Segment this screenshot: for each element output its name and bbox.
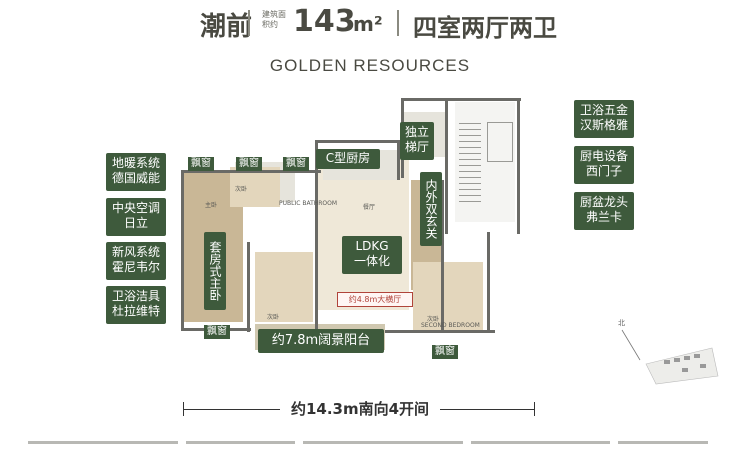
floor-plan: 次卧 PUBLIC BATHROOM 主卧 餐厅 客厅 次卧 次卧 SECOND… bbox=[175, 92, 570, 362]
room-label: 次卧 bbox=[267, 314, 280, 321]
wall bbox=[247, 242, 250, 332]
compass-north-label: 北 bbox=[618, 319, 625, 327]
feature-tag-ventilation: 新风系统 霍尼韦尔 bbox=[106, 242, 166, 280]
page-header: 潮前 建筑面积约 143 m² 四室两厅两卫 bbox=[0, 4, 740, 42]
feature-tag-heating: 地暖系统 德国威能 bbox=[106, 153, 166, 191]
wall bbox=[517, 98, 520, 234]
wall bbox=[487, 232, 490, 332]
feature-tag-kitchen-appliances: 厨电设备 西门子 bbox=[574, 146, 634, 184]
feature-tag-sanitary: 卫浴洁具 杜拉维特 bbox=[106, 286, 166, 324]
site-map-icon bbox=[621, 329, 719, 385]
area-number: 143 bbox=[293, 4, 356, 39]
brand-title: GOLDEN RESOURCES bbox=[269, 56, 471, 75]
wall bbox=[181, 170, 321, 173]
bay-window-tag: 飘窗 bbox=[432, 345, 458, 359]
wall bbox=[315, 140, 401, 143]
bay-window-tag: 飘窗 bbox=[204, 325, 230, 339]
width-dimension-label: 约14.3m南向4开间 bbox=[280, 398, 440, 418]
feature-tag-ac: 中央空调 日立 bbox=[106, 198, 166, 236]
second-bedroom-right bbox=[413, 262, 483, 332]
wall bbox=[181, 170, 184, 330]
ldkg-tag: LDKG 一体化 bbox=[342, 236, 402, 274]
area-unit: m² bbox=[353, 12, 383, 36]
feature-tag-faucet: 厨盆龙头 弗兰卡 bbox=[574, 192, 634, 230]
wall bbox=[441, 180, 444, 330]
room-label: PUBLIC BATHROOM bbox=[279, 200, 338, 207]
wall bbox=[445, 98, 448, 234]
project-name: 潮前 bbox=[200, 12, 253, 42]
hall-width-label: 约4.8m大横厅 bbox=[337, 292, 413, 307]
master-suite-tag: 套房式主卧 bbox=[204, 232, 226, 310]
bay-window-tag: 飘窗 bbox=[236, 157, 262, 171]
bay-window-tag: 飘窗 bbox=[283, 157, 309, 171]
room-label: 餐厅 bbox=[363, 204, 376, 211]
wall bbox=[315, 140, 318, 330]
second-bedroom-top bbox=[230, 167, 280, 207]
second-bedroom-left bbox=[255, 252, 313, 322]
room-label: SECOND BEDROOM bbox=[421, 322, 480, 329]
kitchen-tag: C型厨房 bbox=[316, 149, 380, 169]
room-label: 次卧 bbox=[427, 316, 440, 323]
bay-window-tag: 飘窗 bbox=[188, 157, 214, 171]
elevator bbox=[487, 122, 513, 162]
entrance-tag: 内外双玄关 bbox=[420, 172, 442, 246]
feature-tag-bath-hardware: 卫浴五金 汉斯格雅 bbox=[574, 100, 634, 138]
divider bbox=[248, 10, 250, 36]
fine-print bbox=[28, 440, 708, 446]
wall bbox=[401, 98, 521, 101]
elevator-hall-tag: 独立 梯厅 bbox=[400, 122, 434, 160]
room-label: 主卧 bbox=[205, 202, 218, 209]
room-layout: 四室两厅两卫 bbox=[413, 14, 557, 42]
balcony-tag: 约7.8m阔景阳台 bbox=[258, 329, 384, 353]
room-label: 次卧 bbox=[235, 186, 248, 193]
divider bbox=[397, 10, 399, 36]
stairs bbox=[459, 122, 481, 202]
wall bbox=[385, 330, 495, 333]
wall bbox=[397, 140, 400, 180]
area-caption: 建筑面积约 bbox=[262, 10, 286, 29]
